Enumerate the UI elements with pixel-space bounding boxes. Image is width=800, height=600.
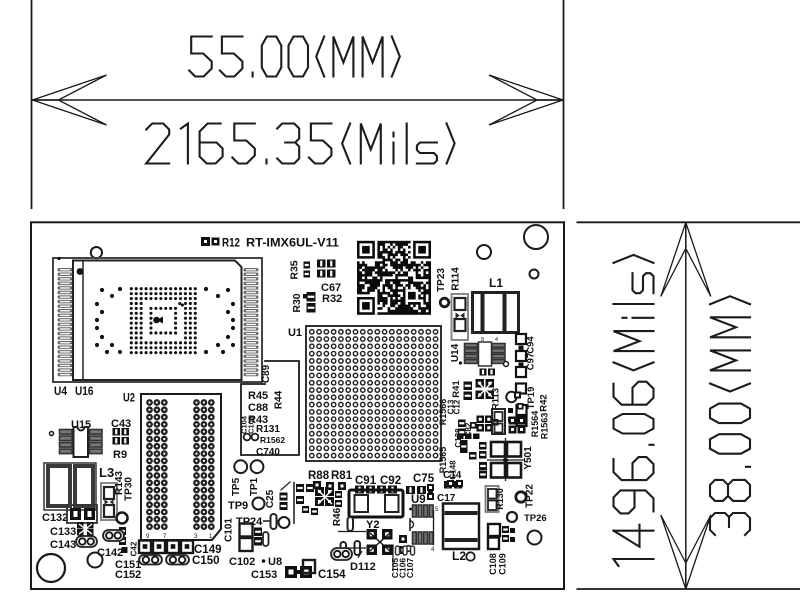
svg-text:R46: R46 bbox=[332, 507, 343, 526]
svg-text:C142: C142 bbox=[97, 547, 123, 559]
svg-text:C25: C25 bbox=[265, 489, 276, 508]
svg-text:C106: C106 bbox=[398, 558, 408, 579]
svg-text:R81: R81 bbox=[331, 470, 353, 482]
svg-text:R32: R32 bbox=[322, 293, 342, 305]
svg-text:TP9: TP9 bbox=[228, 500, 248, 512]
svg-text:C67: C67 bbox=[321, 282, 341, 294]
svg-text:C102: C102 bbox=[229, 556, 255, 568]
svg-text:8: 8 bbox=[481, 337, 484, 343]
svg-text:C82: C82 bbox=[464, 422, 473, 437]
svg-text:U4: U4 bbox=[54, 384, 67, 398]
svg-text:C75: C75 bbox=[413, 473, 435, 485]
svg-text:C740: C740 bbox=[256, 447, 280, 458]
svg-text:R143: R143 bbox=[114, 471, 125, 495]
svg-text:C154: C154 bbox=[318, 569, 346, 581]
svg-text:C94: C94 bbox=[526, 336, 537, 354]
svg-text:TP5: TP5 bbox=[231, 477, 242, 496]
svg-text:U9: U9 bbox=[411, 494, 426, 506]
svg-text:U16: U16 bbox=[75, 384, 94, 398]
svg-text:C101: C101 bbox=[224, 518, 235, 542]
svg-text:L1: L1 bbox=[489, 276, 503, 290]
svg-text:C14: C14 bbox=[443, 470, 462, 481]
svg-text:C151: C151 bbox=[115, 559, 141, 571]
svg-text:C89: C89 bbox=[261, 364, 272, 383]
svg-text:C92: C92 bbox=[380, 475, 401, 487]
svg-text:C104: C104 bbox=[240, 415, 249, 434]
svg-text:5: 5 bbox=[435, 507, 439, 513]
svg-text:R41: R41 bbox=[451, 380, 462, 398]
svg-text:C108: C108 bbox=[488, 553, 498, 575]
svg-text:RT-IMX6UL-V11: RT-IMX6UL-V11 bbox=[246, 236, 339, 250]
svg-text:C152: C152 bbox=[115, 569, 141, 581]
svg-text:C97: C97 bbox=[526, 353, 537, 370]
svg-text:U2: U2 bbox=[123, 391, 135, 405]
svg-text:C133: C133 bbox=[50, 526, 76, 538]
svg-text:1: 1 bbox=[209, 534, 213, 540]
svg-text:C149: C149 bbox=[194, 544, 222, 556]
svg-text:Y2: Y2 bbox=[366, 519, 379, 531]
svg-text:U1: U1 bbox=[288, 327, 302, 339]
svg-text:R1564: R1564 bbox=[530, 411, 540, 438]
svg-text:C43: C43 bbox=[111, 418, 131, 430]
svg-text:R113: R113 bbox=[491, 388, 502, 410]
svg-text:TP24: TP24 bbox=[236, 516, 263, 528]
svg-text:Y501: Y501 bbox=[523, 446, 534, 470]
svg-text:C148: C148 bbox=[449, 460, 458, 480]
svg-text:L3: L3 bbox=[99, 465, 114, 480]
svg-text:R1565: R1565 bbox=[438, 447, 448, 474]
svg-text:TP26: TP26 bbox=[524, 513, 547, 524]
svg-text:R1566: R1566 bbox=[438, 399, 448, 426]
svg-text:3: 3 bbox=[194, 534, 198, 540]
svg-text:TP23: TP23 bbox=[436, 268, 447, 292]
svg-text:7: 7 bbox=[163, 534, 167, 540]
svg-text:TP19: TP19 bbox=[526, 387, 537, 410]
svg-text:C103: C103 bbox=[247, 416, 256, 434]
svg-text:C17: C17 bbox=[437, 493, 456, 504]
svg-text:R1563: R1563 bbox=[540, 413, 550, 440]
svg-text:C132: C132 bbox=[42, 512, 68, 524]
svg-text:R42: R42 bbox=[539, 394, 550, 411]
svg-text:R130: R130 bbox=[495, 488, 505, 510]
svg-text:C107: C107 bbox=[405, 558, 415, 579]
svg-text:U8: U8 bbox=[268, 556, 282, 568]
svg-text:C109: C109 bbox=[498, 553, 508, 575]
svg-text:TP22: TP22 bbox=[525, 484, 536, 508]
svg-text:C12: C12 bbox=[453, 399, 462, 414]
svg-text:4: 4 bbox=[431, 547, 435, 553]
svg-text:R35: R35 bbox=[289, 260, 301, 279]
svg-text:TP1: TP1 bbox=[249, 477, 260, 496]
svg-text:L2: L2 bbox=[452, 549, 466, 563]
svg-text:TP30: TP30 bbox=[124, 477, 135, 501]
svg-text:C42: C42 bbox=[130, 541, 139, 556]
svg-text:R30: R30 bbox=[291, 293, 303, 312]
svg-text:C105: C105 bbox=[390, 558, 400, 579]
svg-text:R9: R9 bbox=[113, 449, 127, 461]
svg-text:U14: U14 bbox=[450, 343, 461, 362]
svg-text:R45: R45 bbox=[248, 390, 268, 402]
svg-text:C143: C143 bbox=[50, 539, 76, 551]
svg-text:C153: C153 bbox=[251, 569, 277, 581]
svg-text:9: 9 bbox=[146, 534, 150, 540]
svg-text:C13: C13 bbox=[447, 399, 456, 414]
svg-text:C91: C91 bbox=[355, 475, 377, 487]
svg-text:C150: C150 bbox=[192, 555, 220, 567]
svg-text:R43: R43 bbox=[248, 414, 268, 426]
svg-text:R114: R114 bbox=[451, 267, 462, 291]
svg-text:C88: C88 bbox=[248, 402, 268, 414]
svg-text:D112: D112 bbox=[350, 561, 376, 573]
svg-text:R12: R12 bbox=[222, 238, 240, 250]
svg-text:4: 4 bbox=[495, 337, 498, 343]
svg-text:R44: R44 bbox=[274, 390, 285, 409]
svg-text:R88: R88 bbox=[308, 470, 330, 482]
svg-text:R1562: R1562 bbox=[260, 435, 285, 445]
svg-text:R131: R131 bbox=[256, 424, 280, 435]
